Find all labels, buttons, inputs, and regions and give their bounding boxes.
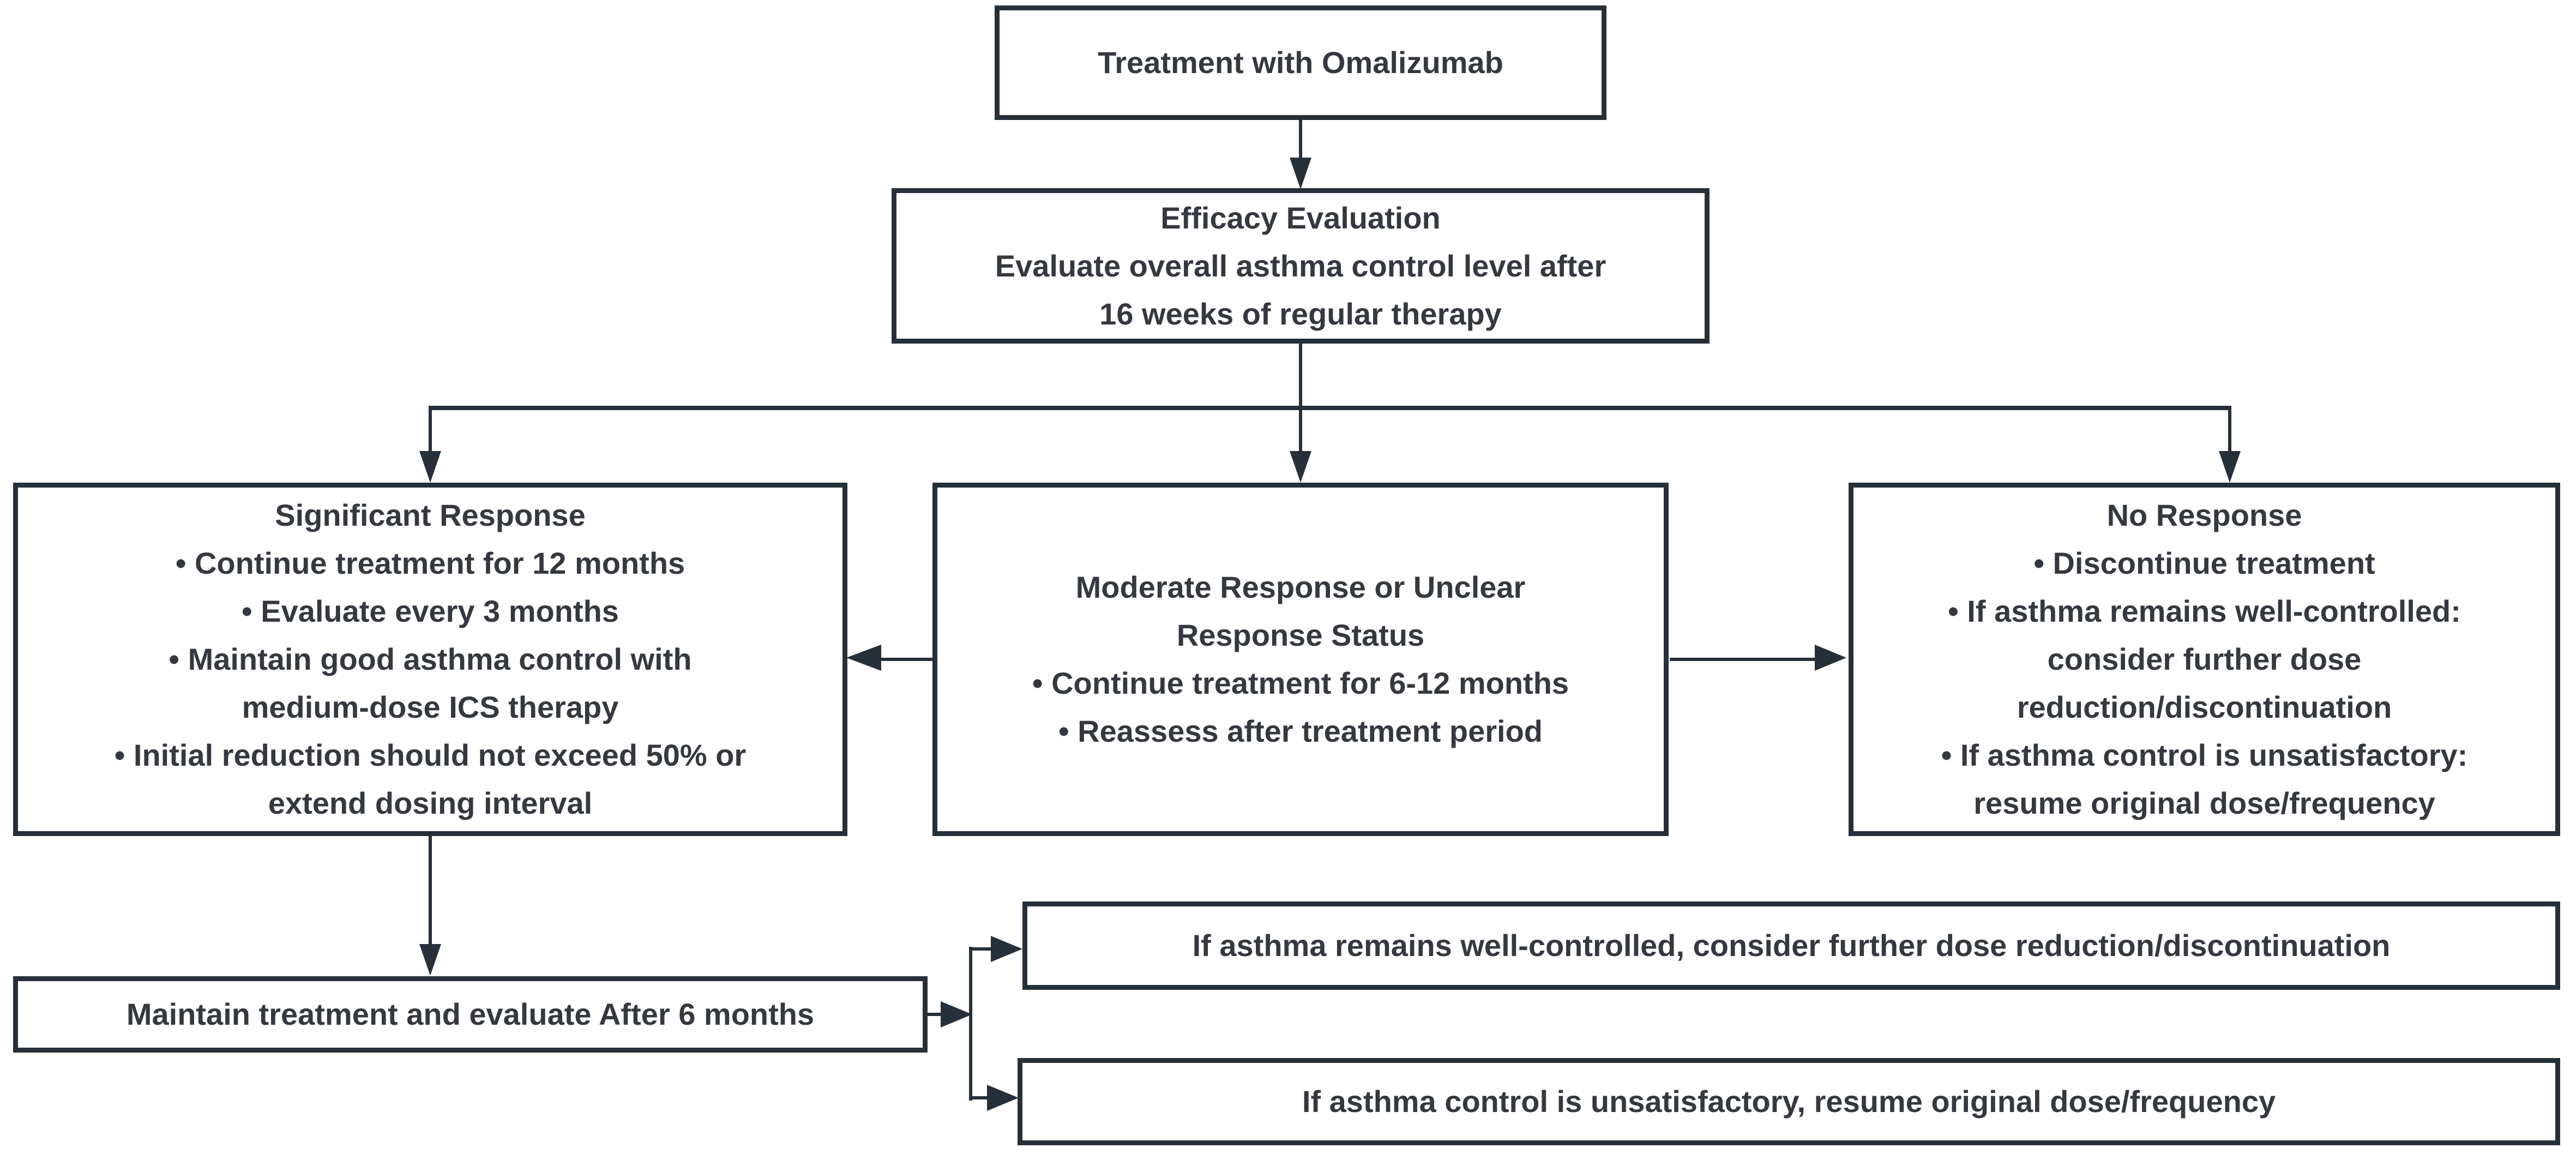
node-treatment-with-omalizumab: Treatment with Omalizumab	[995, 5, 1606, 120]
node-no-response: No Response • Discontinue treatment • If…	[1849, 483, 2560, 836]
arrow-right-icon	[991, 936, 1022, 962]
connector-branch-right-stem	[2228, 410, 2231, 452]
arrow-down-icon	[419, 451, 441, 483]
node-moderate-response: Moderate Response or Unclear Response St…	[932, 483, 1669, 836]
arrow-left-icon	[846, 645, 881, 671]
arrow-down-icon	[1290, 158, 1311, 189]
connector-maintain-out	[928, 1013, 944, 1016]
arrow-right-icon	[1815, 645, 1846, 671]
connector-to-unsatisfactory	[969, 1096, 990, 1099]
connector-treatment-to-efficacy	[1299, 120, 1302, 159]
node-no-response-text: No Response • Discontinue treatment • If…	[1941, 498, 2468, 820]
node-efficacy-evaluation: Efficacy Evaluation Evaluate overall ast…	[892, 188, 1710, 344]
node-maintain-treatment: Maintain treatment and evaluate After 6 …	[13, 976, 928, 1053]
arrow-down-icon	[1290, 451, 1311, 483]
node-well-controlled-text: If asthma remains well-controlled, consi…	[1192, 928, 2391, 963]
node-well-controlled-outcome: If asthma remains well-controlled, consi…	[1022, 901, 2560, 990]
node-significant-response: Significant Response • Continue treatmen…	[13, 483, 847, 836]
node-unsatisfactory-text: If asthma control is unsatisfactory, res…	[1302, 1084, 2276, 1119]
arrow-down-icon	[2219, 451, 2241, 483]
node-treatment-text: Treatment with Omalizumab	[1098, 45, 1503, 80]
arrow-right-icon	[987, 1085, 1019, 1111]
connector-to-well-controlled	[969, 947, 993, 951]
connector-moderate-to-no-response	[1670, 658, 1817, 661]
arrow-right-icon	[941, 1001, 972, 1027]
connector-significant-to-maintain	[429, 836, 432, 945]
connector-outcome-branch-vertical	[969, 947, 972, 1101]
connector-branch-horizontal	[429, 406, 2231, 410]
connector-branch-mid-stem	[1299, 410, 1302, 452]
node-efficacy-text: Efficacy Evaluation Evaluate overall ast…	[995, 200, 1606, 331]
connector-branch-left-stem	[429, 410, 432, 452]
node-unsatisfactory-outcome: If asthma control is unsatisfactory, res…	[1018, 1058, 2560, 1145]
node-maintain-text: Maintain treatment and evaluate After 6 …	[126, 997, 815, 1031]
node-moderate-text: Moderate Response or Unclear Response St…	[1032, 570, 1569, 748]
node-significant-text: Significant Response • Continue treatmen…	[114, 498, 747, 820]
connector-efficacy-stem	[1299, 344, 1302, 408]
connector-moderate-to-significant	[881, 658, 934, 661]
arrow-down-icon	[419, 944, 441, 976]
